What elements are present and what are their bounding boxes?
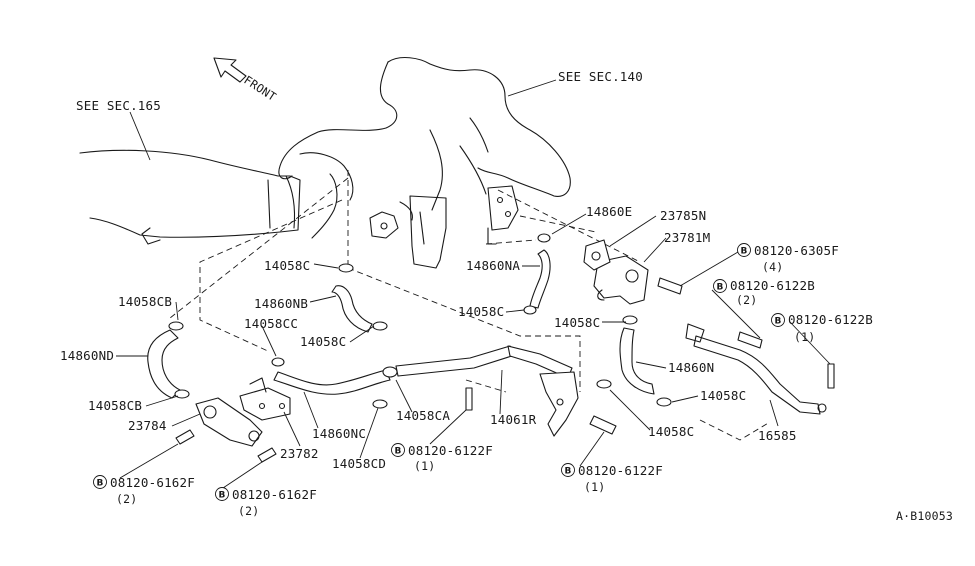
- qty-08120-6122b: (2): [736, 293, 757, 307]
- bracket-23782: [239, 377, 291, 421]
- qty-08120-6305f: (4): [762, 260, 783, 274]
- water-pump-23784: [195, 397, 263, 447]
- qty-08120-6122b: (1): [794, 330, 815, 344]
- bolt-badge-icon: [215, 487, 229, 501]
- part-14860n: 14860N: [668, 360, 714, 375]
- part-14058c: 14058C: [300, 334, 346, 349]
- pipe-16585: [685, 323, 827, 415]
- part-16585: 16585: [758, 428, 797, 443]
- part-08120-6162f: 08120-6162F: [232, 487, 317, 502]
- part-14860na: 14860NA: [466, 258, 520, 273]
- part-14058c: 14058C: [554, 315, 600, 330]
- bolt-badge-icon: [713, 279, 727, 293]
- bolt-badge-letter: B: [565, 467, 572, 477]
- bolt-badge-icon: [737, 243, 751, 257]
- part-14058cb: 14058CB: [118, 294, 172, 309]
- bolt-badge-letter: B: [219, 491, 226, 501]
- intake-manifold-outline: [278, 56, 571, 269]
- see-sec-165-leader: [129, 111, 151, 161]
- part-14058c: 14058C: [458, 304, 504, 319]
- qty-08120-6122f: (1): [414, 459, 435, 473]
- part-14058ca: 14058CA: [396, 408, 450, 423]
- front-label: FRONT: [241, 73, 279, 104]
- part-23781m: 23781M: [664, 230, 710, 245]
- part-08120-6122f: 08120-6122F: [578, 463, 663, 478]
- see-sec-140-label: SEE SEC.140: [558, 69, 643, 84]
- qty-08120-6162f: (2): [116, 492, 137, 506]
- bolt-badge-icon: [93, 475, 107, 489]
- drawing-code: A·B10053: [896, 509, 953, 523]
- phantom-lines: [169, 170, 771, 441]
- part-14860nd: 14860ND: [60, 348, 114, 363]
- bolt-icons: [175, 277, 835, 463]
- part-14058c: 14058C: [700, 388, 746, 403]
- part-14860nb: 14860NB: [254, 296, 308, 311]
- bolt-badge-letter: B: [717, 283, 724, 293]
- part-08120-6122b: 08120-6122B: [730, 278, 815, 293]
- bolt-badge-icon: [561, 463, 575, 477]
- see-sec-140-leader: [507, 79, 557, 97]
- pipe-14061r: [395, 345, 579, 437]
- hose-14860nd: [147, 329, 181, 399]
- part-14058cc: 14058CC: [244, 316, 298, 331]
- hose-14860na: [529, 249, 551, 309]
- bolt-badge-letter: B: [741, 247, 748, 257]
- bolt-badge-letter: B: [395, 447, 402, 457]
- part-23784: 23784: [128, 418, 167, 433]
- bolt-badge-icon: [391, 443, 405, 457]
- part-08120-6122b: 08120-6122B: [788, 312, 873, 327]
- hose-14860n: [619, 327, 655, 395]
- hose-14860nb: [331, 285, 373, 333]
- part-14860e: 14860E: [586, 204, 632, 219]
- hose-14860nc: [273, 369, 391, 395]
- part-08120-6305f: 08120-6305F: [754, 243, 839, 258]
- bolt-badge-letter: B: [775, 317, 782, 327]
- part-08120-6122f: 08120-6122F: [408, 443, 493, 458]
- part-14058c: 14058C: [648, 424, 694, 439]
- bolt-badge-letter: B: [97, 479, 104, 489]
- part-14058cd: 14058CD: [332, 456, 386, 471]
- see-sec-165-label: SEE SEC.165: [76, 98, 161, 113]
- bolt-badge-icon: [771, 313, 785, 327]
- part-14058cb: 14058CB: [88, 398, 142, 413]
- leader-lines: [116, 213, 831, 491]
- part-14058c: 14058C: [264, 258, 310, 273]
- gasket-23785n: [583, 239, 611, 271]
- part-14860nc: 14860NC: [312, 426, 366, 441]
- qty-08120-6122f: (1): [584, 480, 605, 494]
- water-outlet-23781m: [593, 255, 649, 305]
- part-14061r: 14061R: [490, 412, 537, 427]
- part-08120-6162f: 08120-6162F: [110, 475, 195, 490]
- front-arrow-icon: [213, 57, 247, 83]
- qty-08120-6162f: (2): [238, 504, 259, 518]
- cylinder-head-outline: [79, 149, 301, 245]
- part-23782: 23782: [280, 446, 319, 461]
- part-23785n: 23785N: [660, 208, 706, 223]
